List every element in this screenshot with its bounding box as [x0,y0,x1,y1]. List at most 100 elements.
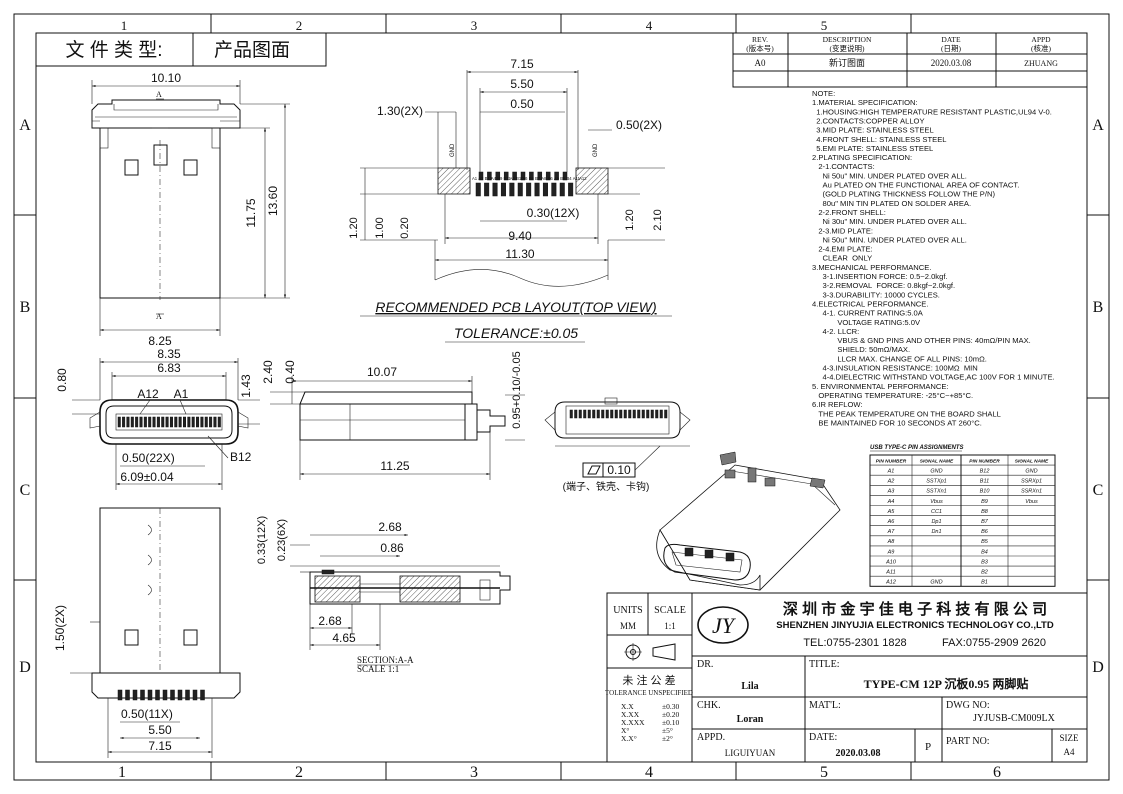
pin-table-cell: GND [930,469,942,475]
size-value: A4 [1064,747,1075,757]
pcb-pin-label: B4 [567,176,573,181]
company-logo: JY [697,606,749,644]
pcb-pin-label: B5 [560,176,566,181]
pcb-pad-upper [562,171,568,181]
tolerance-title-en: TOLERANCE UNSPECIFIED [605,689,693,697]
front-pin [209,416,213,428]
rev-header-rev-en: REV. [752,35,768,44]
approved-by-value: LIGUIYUAN [725,748,776,758]
note-line: VOLTAGE RATING:5.0V [812,318,921,327]
isometric-view-drawing [656,451,841,591]
pin-table-cell: GND [1025,469,1037,475]
note-line: SHIELD: 50mΩ/MAX. [812,345,910,354]
bottom-pin [192,689,198,701]
pin-table-cell: B1 [981,580,988,586]
note-line: 3-2.REMOVAL FORCE: 0.8kgf~2.0kgf. [812,281,955,290]
pcb-pin-label: A2 [478,176,484,181]
tolerance-format: X° [621,726,629,735]
end-pin [614,409,618,419]
end-pin [605,409,609,419]
note-line: 5. ENVIRONMENTAL PERFORMANCE: [812,382,949,391]
pin-table-cell: B4 [981,549,988,555]
checked-by-label: CHK. [697,700,721,711]
end-pin [619,409,623,419]
dim-top-width: 10.10 [151,71,181,85]
pcb-pad [500,182,506,197]
note-line: 5.EMI PLATE: STAINLESS STEEL [812,144,933,153]
end-pin [641,409,645,419]
note-line: 3-1.INSERTION FORCE: 0.5~2.0kgf. [812,272,948,281]
front-pin [187,416,191,428]
pin-table-cell: B10 [980,489,991,495]
front-label-a1: A1 [174,387,189,401]
bottom-pin [162,689,168,701]
section-dim-268-bottom: 2.68 [318,614,342,628]
pin-table-cell: SSTXp1 [926,479,946,485]
pin-table-cell: B8 [981,509,989,515]
pcb-pad [492,182,498,197]
pcb-pad [484,182,490,197]
date-value: 2020.03.08 [836,748,881,759]
pin-table-cell: A3 [887,489,896,495]
pin-table-cell: A5 [887,509,896,515]
pcb-tolerance: TOLERANCE:±0.05 [454,325,578,341]
bottom-pin [140,689,145,701]
pcb-pin-label: B12 [485,176,493,181]
pcb-dim-130: 1.30(2X) [377,104,423,118]
bottom-pin [177,689,183,701]
pin-table-header: PIN NUMBER [876,458,907,464]
top-view-drawing: A A 10.10 8.25 11.75 13.60 [91,71,290,348]
drawn-by-value: Lila [741,681,758,692]
zone-row-a-left: A [19,117,31,134]
front-pin [217,416,221,428]
pcb-pad [542,182,548,197]
pin-table-cell: A9 [887,549,895,555]
front-pin [165,416,169,428]
note-line: LLCR MAX. CHANGE OF ALL PINS: 10mΩ. [812,354,987,363]
file-type-box: 文 件 类 型: 产品图面 [35,32,327,67]
zone-row-d-left: D [19,659,31,676]
pcb-dim-210: 2.10 [652,209,664,230]
rev-row-appd: ZHUANG [1024,59,1058,68]
pcb-dim-120-right: 1.20 [624,209,636,230]
front-pin [200,416,204,428]
pcb-pad-upper [487,171,492,181]
pin-table-cell: Dp1 [931,519,941,525]
pcb-pin-label: B7 [535,176,541,181]
pin-table-cell: A4 [887,499,895,505]
end-pin [601,409,605,419]
zone-labels: 1 2 3 4 5 1 2 3 4 5 6 A B C D A B C D [19,18,1104,781]
units-value: MM [620,621,636,631]
note-line: 2-3.MID PLATE: [812,226,873,235]
side-view-drawing: 10.07 11.25 2.40 0.40 0.95+0.10/-0.05 [261,351,525,480]
end-pin [632,409,636,419]
size-label: SIZE [1060,733,1080,743]
end-pin [655,409,659,419]
pin-table-cell: B11 [980,479,989,485]
front-dim-050-22x: 0.50(22X) [122,451,175,465]
end-pin [592,409,596,419]
tolerance-format: X.XXX [621,718,645,727]
front-dim-080: 0.80 [55,368,69,392]
pcb-pin-label: A9 [554,176,560,181]
pin-table-cell: B6 [981,529,989,535]
front-pin [126,416,130,428]
note-line: BE MAINTAINED FOR 10 SECONDS AT 260°C. [812,418,982,427]
pin-table-cell: A7 [887,529,896,535]
front-dim-609: 6.09±0.04 [120,470,174,484]
rev-row-date: 2020.03.08 [931,58,972,68]
pcb-dim-020: 0.20 [399,217,411,238]
front-dim-143: 1.43 [239,374,253,398]
rev-header-appd-en: APPD [1031,35,1051,44]
pcb-pad-upper [512,171,517,181]
title-label: TITLE: [809,659,840,670]
note-line: Ni 50u" MIN. UNDER PLATED OVER ALL. [812,235,967,244]
zone-bottom-1: 1 [118,764,126,781]
zone-bottom-6: 6 [993,764,1001,781]
rev-row-rev: A0 [755,58,766,68]
pcb-dim-100: 1.00 [374,217,386,238]
pin-table-header: SIGNAL NAME [1015,458,1049,464]
tolerance-value: ±0.10 [662,718,679,727]
end-pin [583,409,587,419]
